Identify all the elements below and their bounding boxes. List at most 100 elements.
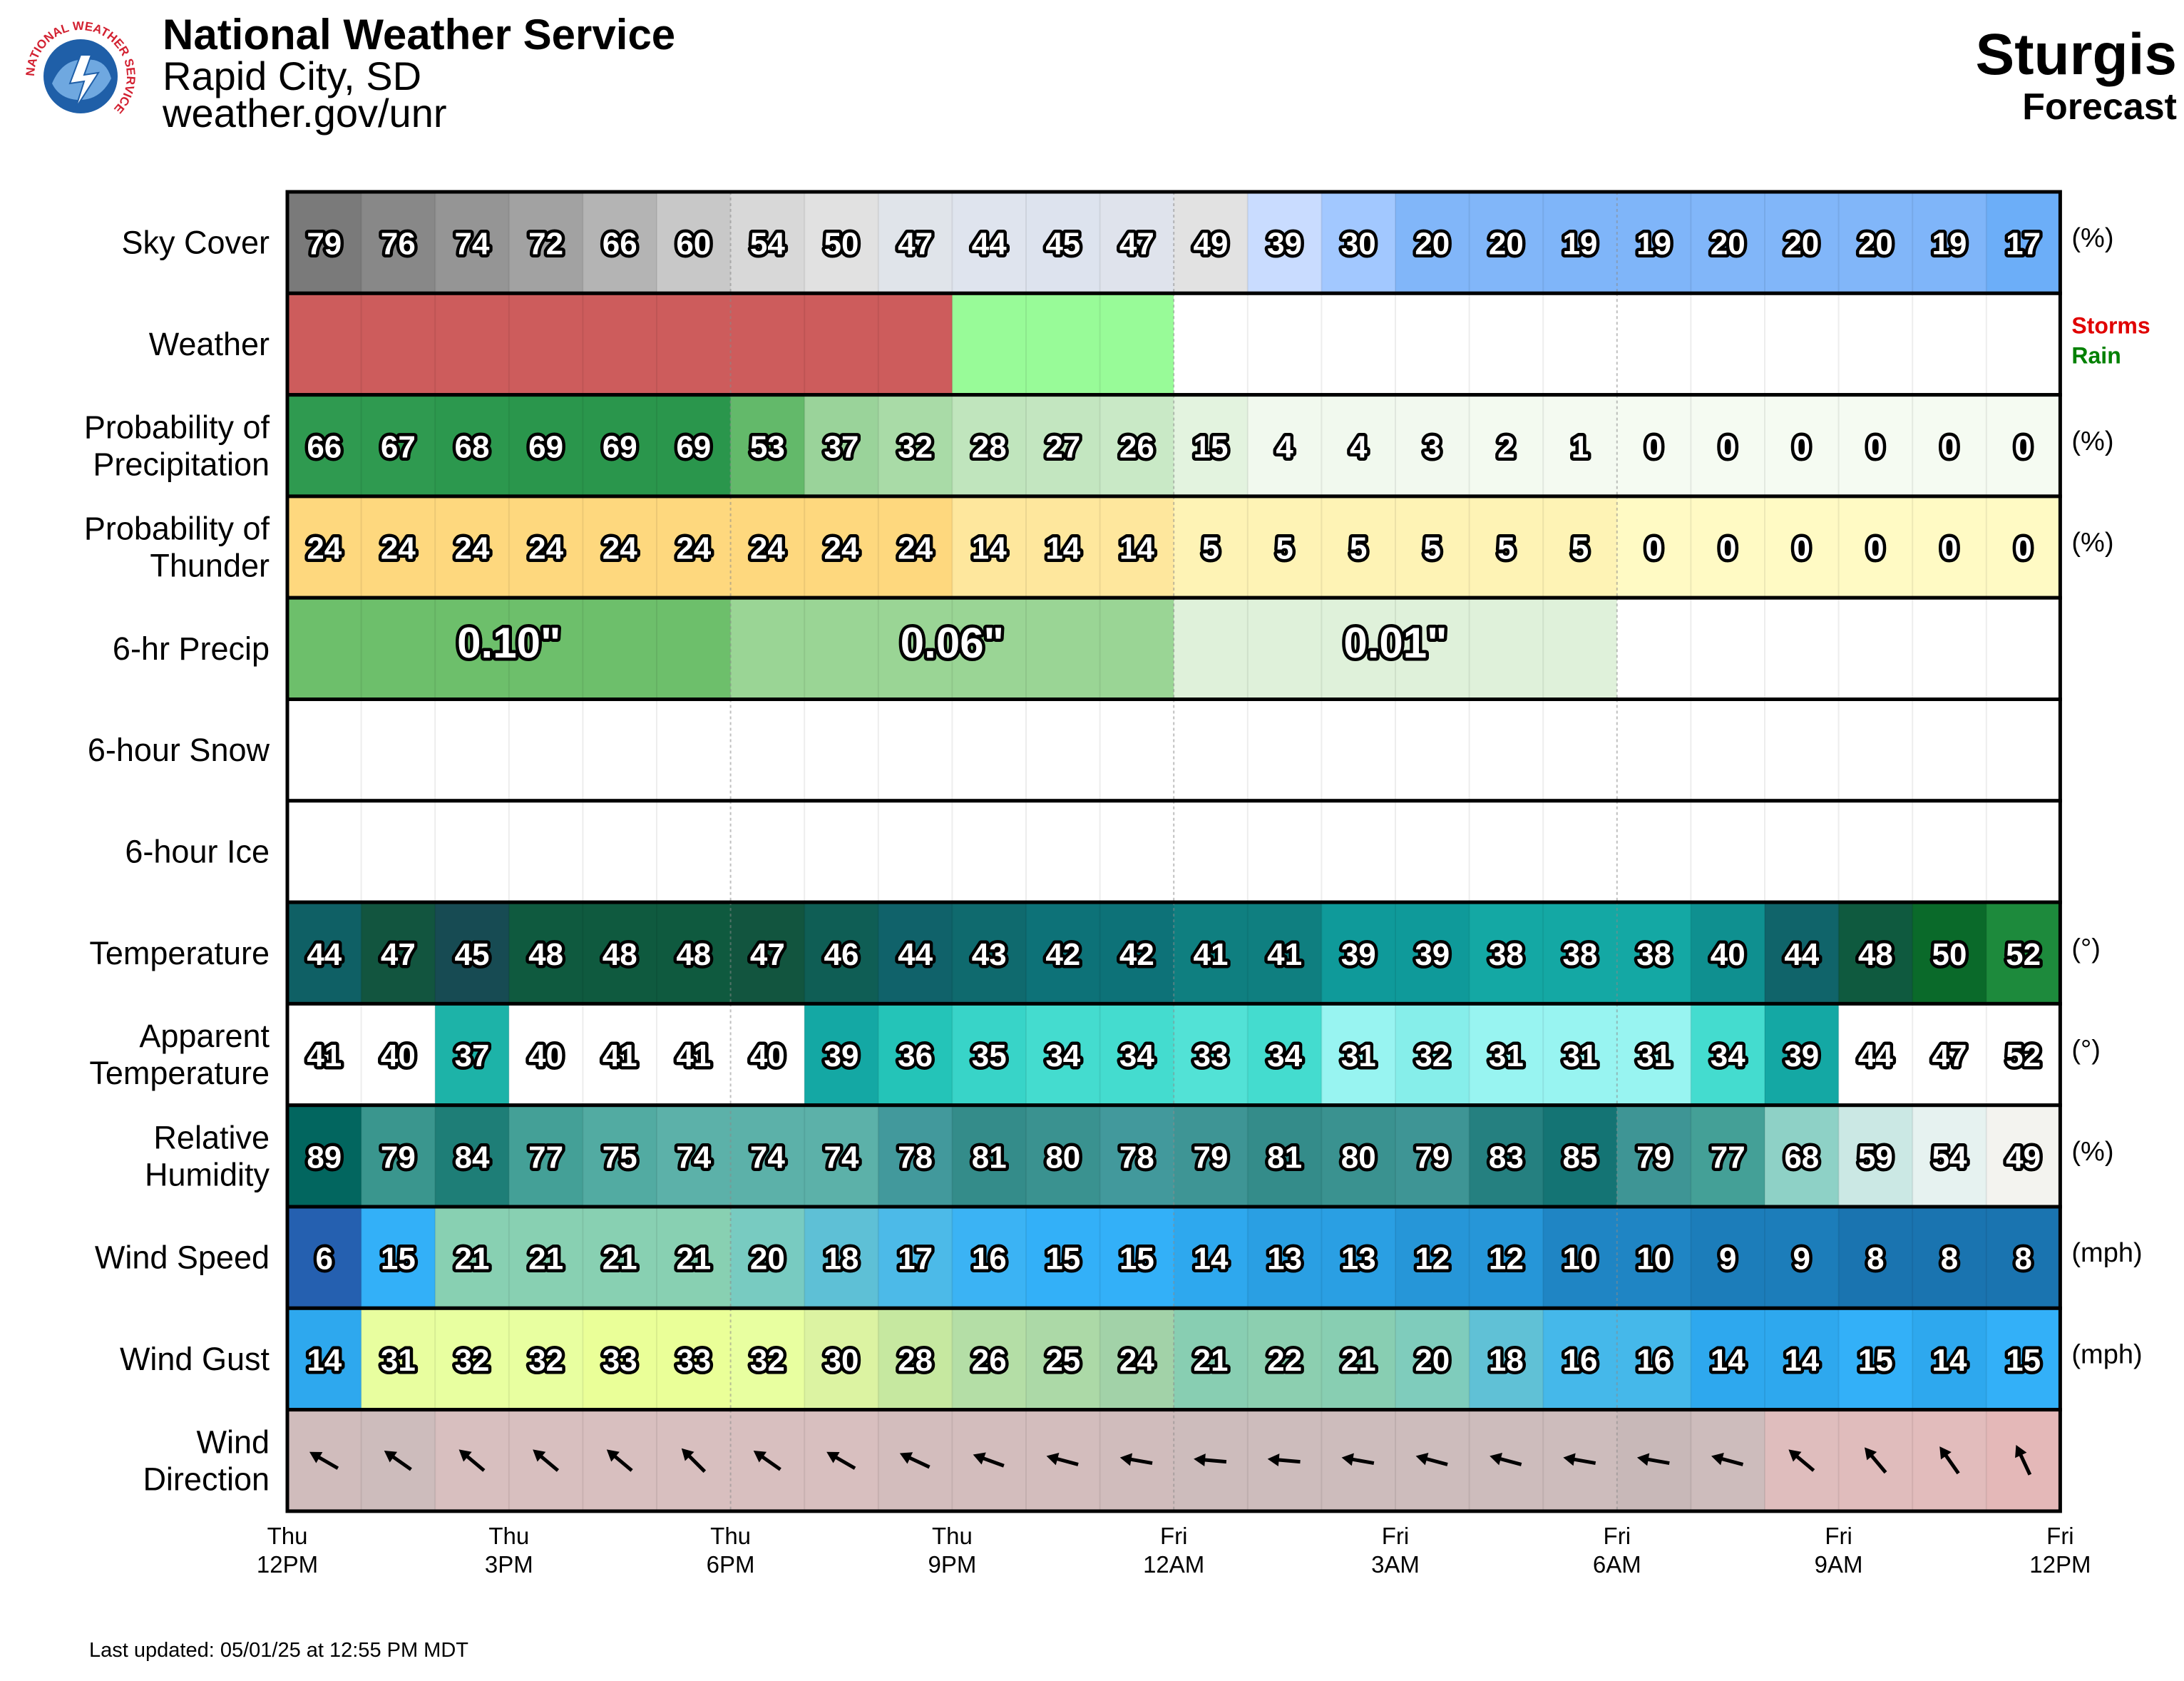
apparent-value: 44	[1858, 1038, 1893, 1073]
temp-value: 42	[1119, 937, 1154, 972]
sky-cell	[1912, 192, 1987, 294]
wind-cell	[1469, 1207, 1544, 1309]
wind-arrow-icon	[826, 1451, 856, 1470]
pop-cell	[1469, 394, 1544, 496]
time-axis-day: Fri	[1382, 1523, 1409, 1549]
wind-arrow-icon	[1194, 1453, 1227, 1467]
temp-value: 45	[455, 937, 490, 972]
wind-arrow-icon	[1267, 1453, 1301, 1467]
thunder-value: 5	[1497, 531, 1514, 566]
sky-value: 19	[1932, 227, 1967, 262]
wind-arrow-icon	[1711, 1452, 1744, 1466]
rh-cell	[583, 1105, 657, 1207]
wind-cell	[287, 1207, 362, 1309]
temp-cell	[1099, 902, 1174, 1004]
rh-value: 83	[1489, 1140, 1524, 1175]
temp-cell	[657, 902, 732, 1004]
thunder-value: 0	[1793, 531, 1810, 566]
thunder-cell	[583, 496, 657, 598]
pop-value: 0	[1645, 429, 1662, 464]
wind-arrow-icon	[458, 1449, 486, 1472]
thunder-cell	[1765, 496, 1840, 598]
thunder-cell	[1247, 496, 1322, 598]
sky-value: 49	[1194, 227, 1229, 262]
rh-value: 81	[1267, 1140, 1302, 1175]
sky-cell	[730, 192, 805, 294]
apparent-cell	[1174, 1003, 1249, 1105]
temp-value: 48	[528, 937, 563, 972]
temp-value: 39	[1415, 937, 1450, 972]
temp-value: 52	[2006, 937, 2041, 972]
wind-cell	[435, 1207, 510, 1309]
thunder-value: 0	[1941, 531, 1958, 566]
rh-value: 80	[1341, 1140, 1376, 1175]
gust-value: 33	[603, 1343, 637, 1378]
rh-cell	[1616, 1105, 1691, 1207]
row-border	[285, 1408, 2062, 1513]
pop-value: 32	[898, 429, 933, 464]
sky-cell	[1395, 192, 1470, 294]
wind-value: 12	[1415, 1242, 1450, 1277]
temp-cell	[1838, 902, 1913, 1004]
wind-cell	[1912, 1207, 1987, 1309]
pop-cell	[1765, 394, 1840, 496]
gust-value: 14	[1784, 1343, 1819, 1378]
apparent-cell	[287, 1003, 362, 1105]
gust-cell	[1395, 1308, 1470, 1410]
temp-value: 47	[750, 937, 785, 972]
sky-value: 20	[1711, 227, 1745, 262]
pop-value: 26	[1119, 429, 1154, 464]
weather-cell	[1543, 293, 1618, 395]
wind-cell	[1691, 1207, 1765, 1309]
wind-arrow-icon	[973, 1452, 1005, 1468]
weather-cell	[657, 293, 732, 395]
weather-cell	[583, 293, 657, 395]
row-label-ice6: 6-hour Ice	[125, 833, 270, 869]
weather-cell	[878, 293, 953, 395]
wind-value: 21	[528, 1242, 563, 1277]
pop-cell	[730, 394, 805, 496]
temp-cell	[1026, 902, 1101, 1004]
header-url[interactable]: weather.gov/unr	[163, 91, 447, 136]
pop-cell	[1986, 394, 2061, 496]
rh-cell	[1691, 1105, 1765, 1207]
wind-cell	[804, 1207, 879, 1309]
row-unit-wind: (mph)	[2071, 1238, 2142, 1268]
weather-cell	[508, 293, 583, 395]
rh-value: 77	[528, 1140, 563, 1175]
pop-cell	[1543, 394, 1618, 496]
temp-cell	[804, 902, 879, 1004]
pop-value: 28	[972, 429, 1007, 464]
row-label-weather: Weather	[149, 326, 270, 362]
wind-arrow-icon	[1636, 1453, 1670, 1466]
rh-value: 59	[1858, 1140, 1893, 1175]
apparent-value: 39	[1784, 1038, 1819, 1073]
wind-value: 13	[1341, 1242, 1376, 1277]
temp-cell	[1395, 902, 1470, 1004]
pop-cell	[1616, 394, 1691, 496]
apparent-value: 32	[1415, 1038, 1450, 1073]
sky-value: 74	[455, 227, 490, 262]
gust-value: 14	[1711, 1343, 1745, 1378]
time-axis-hour: 3AM	[1371, 1551, 1420, 1578]
rh-cell	[1321, 1105, 1396, 1207]
wind-value: 8	[2014, 1242, 2031, 1277]
wind-value: 6	[316, 1242, 333, 1277]
rh-value: 79	[1636, 1140, 1671, 1175]
apparent-cell	[508, 1003, 583, 1105]
sky-cell	[1616, 192, 1691, 294]
thunder-cell	[878, 496, 953, 598]
temp-cell	[952, 902, 1027, 1004]
wind-cell	[508, 1207, 583, 1309]
gust-cell	[730, 1308, 805, 1410]
row-label-thunder: Probability of	[84, 511, 270, 547]
row-unit-apparent: (°)	[2071, 1036, 2101, 1066]
temp-value: 39	[1341, 937, 1376, 972]
wind-value: 16	[972, 1242, 1007, 1277]
gust-cell	[1543, 1308, 1618, 1410]
gust-cell	[1321, 1308, 1396, 1410]
pop-value: 27	[1045, 429, 1080, 464]
sky-value: 72	[528, 227, 563, 262]
thunder-cell	[287, 496, 362, 598]
temp-cell	[435, 902, 510, 1004]
